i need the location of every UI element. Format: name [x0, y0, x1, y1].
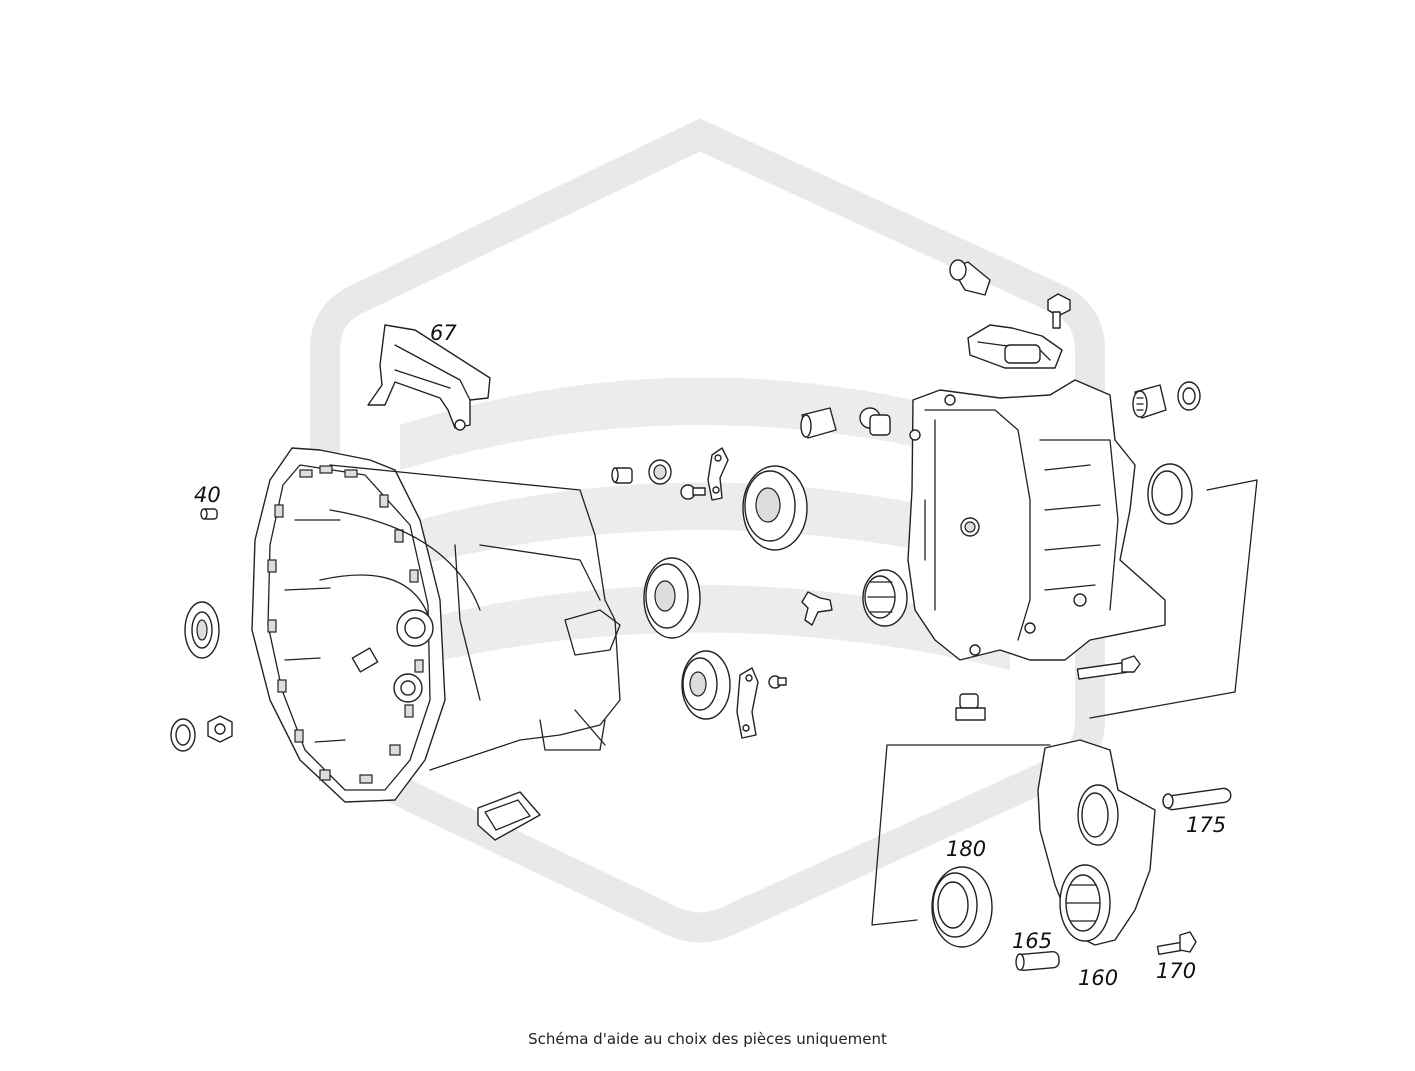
callout-160: 160: [1078, 966, 1118, 990]
needle-bearing-upper-right[interactable]: [1132, 384, 1167, 419]
sensor-plug[interactable]: [955, 693, 986, 721]
group-bracket-upper: [1089, 479, 1258, 719]
group-bracket-lower: [871, 744, 1051, 926]
ball-bearing-lower[interactable]: [681, 650, 731, 720]
callout-175: 175: [1186, 813, 1226, 837]
screw-small-lower[interactable]: [768, 675, 787, 689]
long-bolt[interactable]: [1076, 655, 1141, 680]
shaft-seal-right[interactable]: [1147, 463, 1193, 525]
roller-bearing-mid[interactable]: [862, 569, 908, 627]
callout-165: 165: [1012, 929, 1052, 953]
bushing-upper[interactable]: [800, 407, 837, 439]
part-160-roller-bearing[interactable]: [1059, 864, 1111, 942]
bellhousing[interactable]: [251, 447, 621, 803]
callout-180: 180: [946, 837, 986, 861]
bolt-left[interactable]: [207, 715, 233, 743]
part-170-bolt[interactable]: [1156, 931, 1197, 956]
callout-170: 170: [1156, 959, 1196, 983]
ball-bearing-large-upper[interactable]: [742, 465, 808, 551]
part-165-sleeve[interactable]: [1015, 951, 1060, 971]
part-67-bracket[interactable]: [367, 324, 491, 431]
part-175-pin[interactable]: [1162, 787, 1232, 811]
mounting-pad[interactable]: [477, 791, 541, 841]
screw-small-upper[interactable]: [680, 484, 706, 500]
flange-holes: [267, 465, 424, 784]
lock-plate-lower[interactable]: [736, 667, 759, 739]
needle-bearing-small[interactable]: [648, 459, 672, 485]
seal-ring-upper-right[interactable]: [1177, 381, 1201, 411]
callout-67: 67: [430, 321, 457, 345]
diagram-caption: Schéma d'aide au choix des pièces unique…: [528, 1030, 887, 1048]
breather-vent[interactable]: [949, 259, 991, 296]
ball-bearing-mid-left[interactable]: [643, 557, 701, 639]
plug-upper[interactable]: [859, 407, 891, 436]
shift-fork-small[interactable]: [801, 591, 833, 626]
part-180-shaft-seal[interactable]: [931, 866, 993, 948]
drain-plug-left[interactable]: [170, 718, 196, 752]
needle-sleeve-small[interactable]: [611, 467, 633, 484]
callout-40: 40: [194, 483, 221, 507]
brand-watermark-icon: [310, 118, 1105, 943]
shaft-seal-left[interactable]: [184, 601, 220, 659]
lock-plate-upper[interactable]: [707, 447, 729, 501]
shift-cover[interactable]: [967, 324, 1063, 369]
part-40-pin[interactable]: [200, 508, 218, 520]
gear-housing[interactable]: [907, 379, 1166, 661]
bolt-top[interactable]: [1047, 293, 1071, 329]
